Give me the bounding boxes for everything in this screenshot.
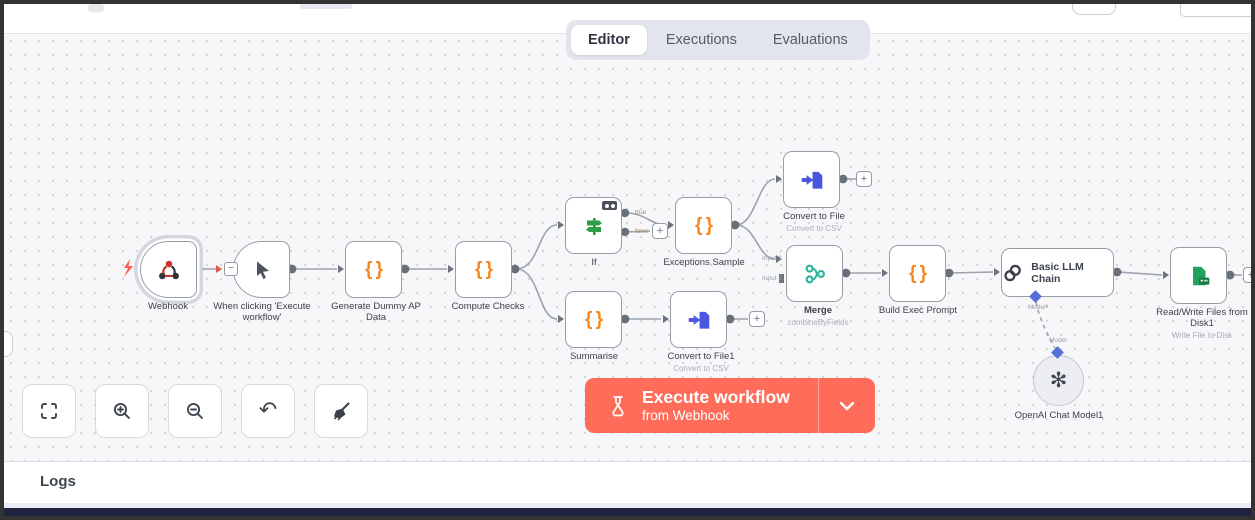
zoom-out-icon	[186, 402, 203, 419]
execute-workflow-button[interactable]: Execute workflow from Webhook	[585, 378, 875, 433]
chevron-down-icon	[839, 401, 855, 410]
panel-toggle-handle[interactable]	[4, 331, 13, 357]
node-subtitle: Convert to CSV	[786, 224, 842, 233]
file-green-icon	[1192, 266, 1209, 285]
input-label-1: Input 1	[762, 255, 782, 262]
add-node-button[interactable]: +	[856, 171, 872, 187]
plus-glyph: +	[1248, 269, 1251, 281]
node-convert-to-file[interactable]	[783, 151, 840, 208]
code-icon: { }	[694, 214, 713, 236]
node-label: Generate Dummy AP Data	[331, 301, 421, 324]
tab-editor[interactable]: Editor	[571, 25, 647, 55]
output-label-true: true	[635, 209, 647, 216]
undo-icon: ↶	[258, 398, 278, 423]
node-basic-llm-chain[interactable]: Basic LLM Chain	[1001, 248, 1114, 297]
code-icon: { }	[474, 258, 493, 280]
node-label: Convert to File1	[667, 351, 735, 362]
plus-glyph: +	[753, 312, 761, 325]
zoom-out-button[interactable]	[168, 384, 222, 438]
flask-icon	[612, 395, 624, 416]
convert-file-icon	[801, 171, 822, 189]
node-exceptions-sample[interactable]: { }	[675, 197, 732, 254]
output-label-false: false	[635, 228, 649, 235]
tab-evaluations[interactable]: Evaluations	[772, 32, 848, 48]
execute-options-dropdown[interactable]	[818, 378, 875, 433]
input-label-2: Input 2	[762, 275, 782, 282]
node-convert-to-file1[interactable]	[670, 291, 727, 348]
node-manual-trigger[interactable]	[233, 241, 290, 298]
tab-executions[interactable]: Executions	[665, 32, 737, 48]
connection-detach-button[interactable]: −	[224, 262, 238, 276]
execute-workflow-main[interactable]: Execute workflow from Webhook	[585, 378, 818, 433]
header-partial-mark	[300, 4, 352, 9]
cursor-icon	[256, 261, 269, 279]
taskbar-strip	[4, 508, 1251, 516]
minus-glyph: −	[228, 263, 234, 274]
node-inline-label: Basic LLM Chain	[1031, 260, 1084, 285]
plus-glyph: +	[656, 224, 664, 237]
required-marker: *	[1045, 304, 1049, 311]
merge-icon	[805, 264, 825, 283]
add-node-button[interactable]: +	[652, 223, 668, 239]
port-label-model: Model*	[1016, 304, 1060, 311]
header-partial-button[interactable]	[1180, 0, 1254, 17]
webhook-icon	[158, 260, 179, 279]
convert-file-icon	[688, 311, 709, 329]
plus-glyph: +	[860, 172, 868, 185]
add-node-button[interactable]: +	[749, 311, 765, 327]
node-webhook[interactable]	[140, 241, 197, 298]
bottom-strip	[4, 503, 1251, 508]
header-partial-icon	[88, 4, 104, 12]
fit-view-button[interactable]	[22, 384, 76, 438]
node-subtitle: Write File to Disk	[1171, 331, 1233, 340]
node-label: Summarise	[569, 351, 619, 362]
tidy-up-button[interactable]	[314, 384, 368, 438]
node-label: Compute Checks	[451, 301, 525, 312]
node-label: Read/Write Files from Disk1	[1156, 307, 1248, 330]
logs-title: Logs	[40, 473, 76, 490]
code-icon: { }	[908, 262, 927, 284]
node-label: Build Exec Prompt	[878, 305, 958, 316]
execute-workflow-sublabel: from Webhook	[642, 407, 730, 423]
node-if[interactable]	[565, 197, 622, 254]
trigger-lightning-icon	[124, 259, 133, 277]
add-node-button[interactable]: +	[1243, 267, 1251, 283]
node-openai-chat-model1[interactable]: ✻	[1033, 355, 1084, 406]
view-tabs: Editor Executions Evaluations	[566, 20, 870, 60]
node-label: When clicking 'Execute workflow'	[213, 301, 311, 324]
chain-icon	[1004, 264, 1021, 281]
undo-button[interactable]: ↶	[241, 384, 295, 438]
node-label: Merge	[804, 305, 832, 316]
node-build-exec-prompt[interactable]: { }	[889, 245, 946, 302]
port-label-text: Model	[1027, 304, 1046, 311]
execute-workflow-label: Execute workflow	[642, 386, 790, 407]
broom-icon	[334, 402, 350, 421]
node-summarise[interactable]: { }	[565, 291, 622, 348]
connection-endpoint-red	[216, 265, 222, 273]
node-label: If	[591, 257, 597, 268]
node-label: OpenAI Chat Model1	[1014, 410, 1104, 421]
openai-icon: ✻	[1049, 369, 1068, 392]
node-subtitle: Convert to CSV	[673, 364, 729, 373]
node-subtitle: combineByFields	[787, 318, 849, 327]
code-icon: { }	[364, 258, 383, 280]
code-icon: { }	[584, 308, 603, 330]
node-merge[interactable]	[786, 245, 843, 302]
zoom-in-button[interactable]	[95, 384, 149, 438]
node-label: Convert to File	[783, 211, 845, 222]
node-label: Webhook	[148, 301, 188, 312]
port-label-model: Model	[1049, 337, 1067, 344]
fit-view-icon	[41, 403, 57, 419]
if-icon	[585, 217, 602, 235]
node-label: Exceptions Sample	[663, 257, 745, 268]
logs-panel[interactable]: Logs	[4, 461, 1251, 504]
node-generate-dummy-ap-data[interactable]: { }	[345, 241, 402, 298]
node-badge-icon	[602, 201, 617, 210]
header-partial-pill	[1072, 0, 1116, 15]
node-read-write-files[interactable]	[1170, 247, 1227, 304]
node-compute-checks[interactable]: { }	[455, 241, 512, 298]
zoom-in-icon	[113, 402, 130, 419]
